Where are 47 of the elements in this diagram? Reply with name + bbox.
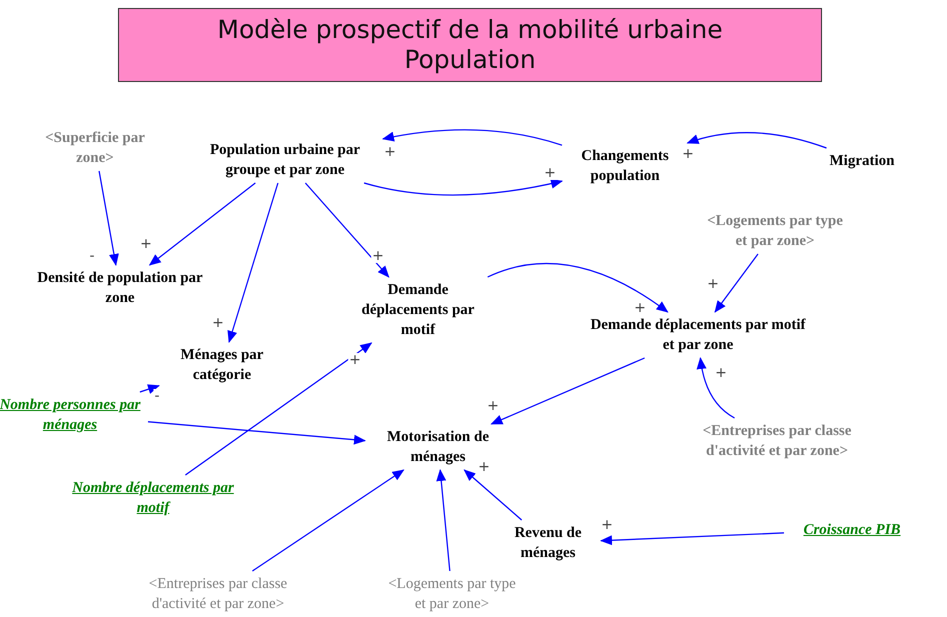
arrow: [686, 132, 827, 149]
variable-label: Demande déplacements par motif: [362, 282, 474, 338]
arrow: [185, 342, 372, 476]
arrow: [436, 469, 450, 572]
arrow: [487, 262, 668, 313]
polarity-sign: +: [633, 301, 647, 315]
variable-label: Nombre déplacements par motif: [72, 480, 234, 516]
arrow: [140, 384, 160, 394]
arrow: [600, 532, 784, 546]
variable-label: Densité de population par zone: [37, 270, 203, 306]
title-banner: Modèle prospectif de la mobilité urbaine Population: [118, 8, 822, 82]
variable-label: <Logements par type et par zone>: [707, 213, 843, 249]
variable-label: <Logements par type et par zone>: [388, 576, 516, 612]
polarity-sign: +: [543, 166, 557, 180]
arrow: [490, 357, 645, 425]
arrow: [148, 182, 256, 266]
arrow: [696, 357, 735, 419]
arrow: [98, 170, 119, 266]
polarity-sign: +: [383, 145, 397, 159]
variable-label: Croissance PIB: [803, 522, 901, 538]
polarity-sign: +: [486, 399, 500, 413]
arrow: [364, 178, 563, 196]
variable-label: Changements population: [581, 148, 669, 184]
polarity-sign: +: [139, 237, 153, 251]
arrow: [464, 469, 522, 520]
polarity-sign: +: [714, 366, 728, 380]
arrow: [304, 182, 390, 278]
arrow: [228, 182, 278, 343]
arrow: [382, 129, 562, 146]
arrow: [714, 254, 758, 313]
polarity-sign: +: [211, 316, 225, 330]
variable-label: Demande déplacements par motif et par zone: [590, 317, 806, 353]
variable-label: <Entreprises par classe d'activité et par zone>: [148, 576, 288, 612]
polarity-sign: +: [600, 518, 614, 532]
variable-label: <Superficie par zone>: [45, 130, 145, 166]
variable-label: Revenu de ménages: [514, 525, 582, 561]
arrow: [148, 421, 366, 445]
variable-label: Ménages par catégorie: [180, 347, 264, 383]
polarity-sign: +: [706, 277, 720, 291]
variable-label: Population urbaine par groupe et par zone: [210, 142, 360, 178]
variable-label: <Entreprises par classe d'activité et par zone>: [702, 423, 852, 459]
variable-label: Migration: [830, 153, 894, 169]
polarity-sign: +: [681, 147, 695, 161]
polarity-sign: +: [348, 353, 362, 367]
arrow: [252, 469, 404, 572]
polarity-sign: +: [477, 460, 491, 474]
polarity-sign: +: [371, 249, 385, 263]
